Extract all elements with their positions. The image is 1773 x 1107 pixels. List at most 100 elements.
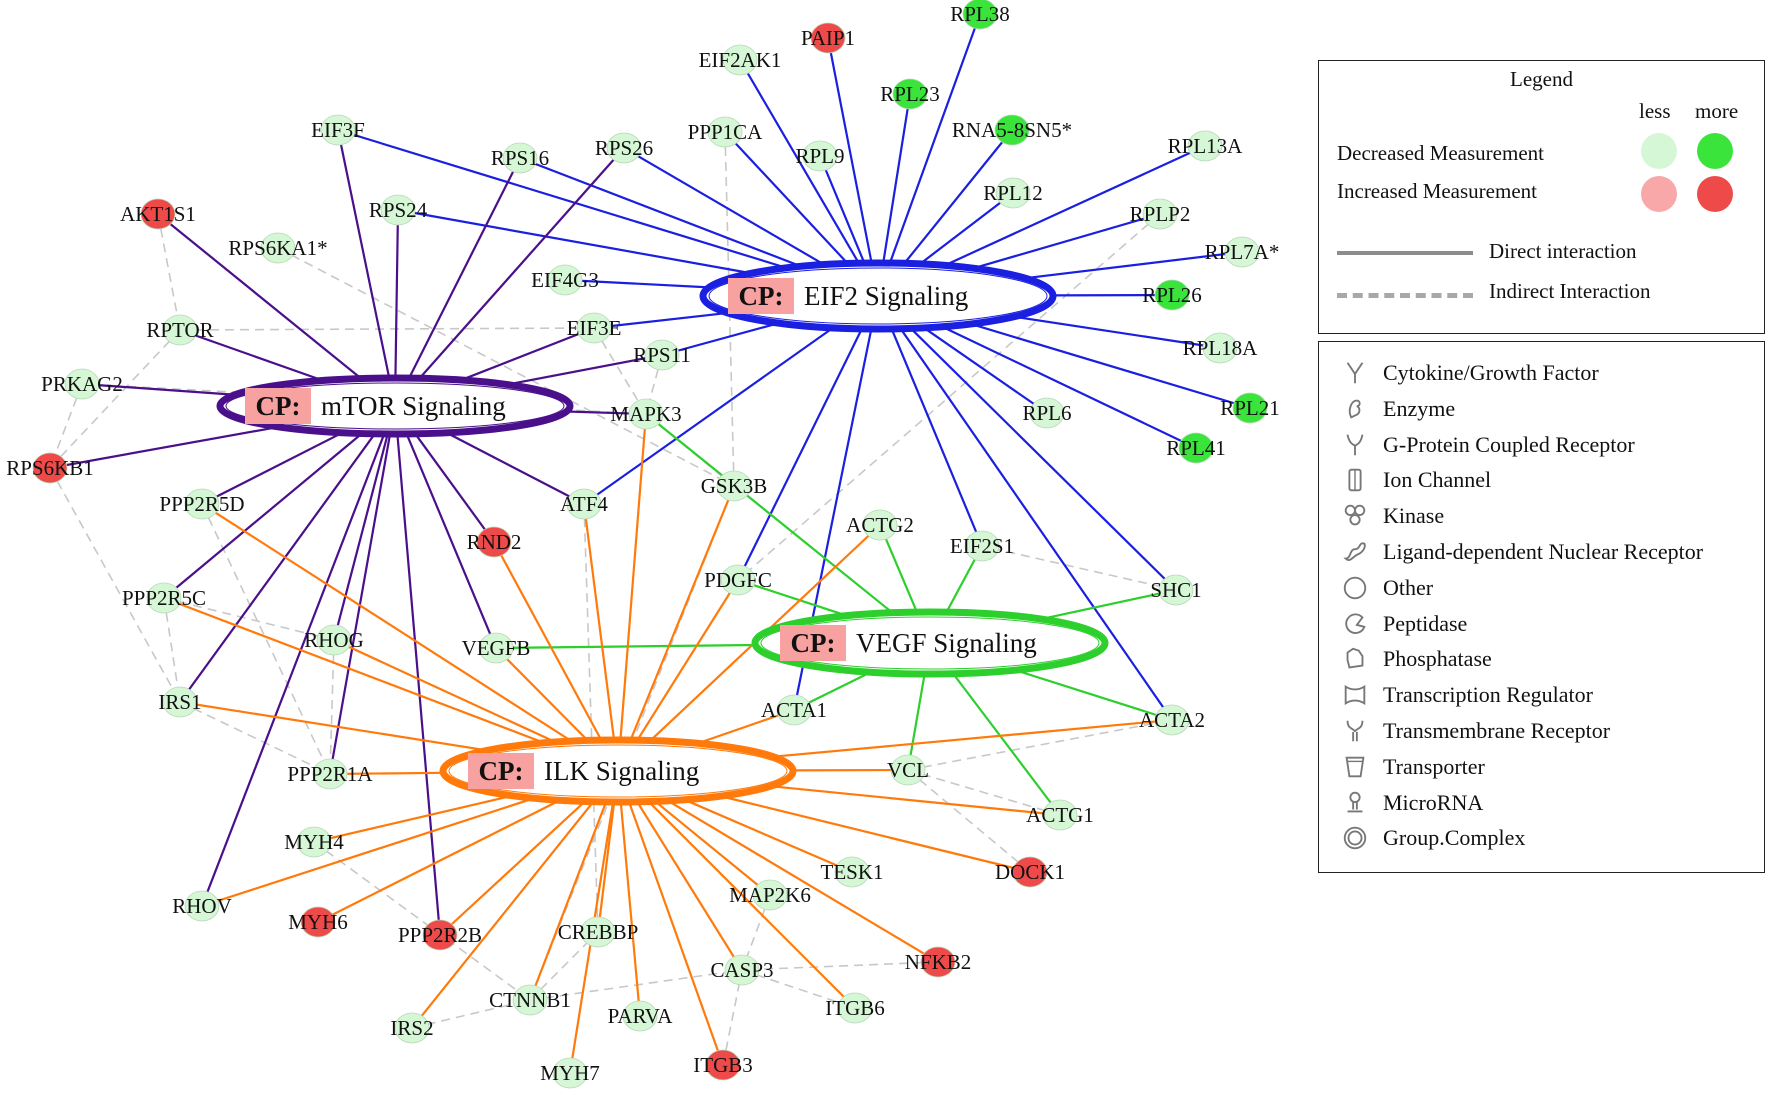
node-rna5[interactable]: RNA5-8SN5* bbox=[952, 114, 1072, 146]
node-rpl41[interactable]: RPL41 bbox=[1166, 432, 1226, 464]
node-tesk1[interactable]: TESK1 bbox=[821, 856, 884, 888]
node-rpl9[interactable]: RPL9 bbox=[795, 140, 845, 172]
node-ctnnb1[interactable]: CTNNB1 bbox=[489, 984, 571, 1016]
node-shape bbox=[994, 114, 1030, 146]
legend-type-label: Kinase bbox=[1383, 503, 1445, 529]
node-shc1[interactable]: SHC1 bbox=[1150, 574, 1202, 606]
node-actg1[interactable]: ACTG1 bbox=[1026, 799, 1094, 831]
legend-type-phosphatase: Phosphatase bbox=[1341, 644, 1492, 674]
legend-type-label: Cytokine/Growth Factor bbox=[1383, 360, 1599, 385]
node-rhog[interactable]: RHOG bbox=[304, 624, 364, 656]
node-casp3[interactable]: CASP3 bbox=[710, 954, 774, 986]
edge-vegf-pdgfc bbox=[737, 578, 848, 617]
node-shape bbox=[606, 132, 642, 164]
legend-type-ion-channel: Ion Channel bbox=[1341, 465, 1491, 495]
node-mapk3[interactable]: MAPK3 bbox=[610, 398, 682, 430]
node-myh4[interactable]: MYH4 bbox=[284, 826, 344, 858]
node-eif3f[interactable]: EIF3F bbox=[311, 114, 365, 146]
node-ppp2r2b[interactable]: PPP2R2B bbox=[398, 919, 482, 951]
node-eif3e[interactable]: EIF3E bbox=[567, 312, 622, 344]
legend-more-decreased-dot bbox=[1697, 133, 1733, 169]
node-paip1[interactable]: PAIP1 bbox=[801, 22, 855, 54]
node-itgb6[interactable]: ITGB6 bbox=[825, 992, 885, 1024]
node-akt1s1[interactable]: AKT1S1 bbox=[120, 198, 196, 230]
node-eif2ak1[interactable]: EIF2AK1 bbox=[699, 44, 782, 76]
node-rplp2[interactable]: RPLP2 bbox=[1130, 198, 1191, 230]
node-shape bbox=[716, 470, 752, 502]
node-rpl18a[interactable]: RPL18A bbox=[1183, 332, 1259, 364]
legend-direct-label: Direct interaction bbox=[1489, 239, 1637, 263]
node-vegfb[interactable]: VEGFB bbox=[462, 632, 531, 664]
hub-vegf[interactable]: CP:VEGF Signaling bbox=[751, 608, 1109, 678]
node-irs2[interactable]: IRS2 bbox=[390, 1012, 434, 1044]
node-shape bbox=[476, 526, 512, 558]
node-map2k6[interactable]: MAP2K6 bbox=[729, 879, 811, 911]
hub-eif2[interactable]: CP:EIF2 Signaling bbox=[699, 259, 1057, 333]
node-itgb3[interactable]: ITGB3 bbox=[693, 1049, 753, 1081]
node-parva[interactable]: PARVA bbox=[608, 1000, 674, 1032]
edge-ilk-ppp2r1a bbox=[329, 771, 444, 776]
node-nfkb2[interactable]: NFKB2 bbox=[905, 946, 972, 978]
node-rps24[interactable]: RPS24 bbox=[369, 194, 428, 226]
node-acta1[interactable]: ACTA1 bbox=[761, 694, 827, 726]
node-shape bbox=[920, 946, 956, 978]
node-label: VCL bbox=[887, 758, 929, 782]
node-rhov[interactable]: RHOV bbox=[172, 890, 232, 922]
node-eif4g3[interactable]: EIF4G3 bbox=[531, 264, 599, 296]
node-acta2[interactable]: ACTA2 bbox=[1139, 704, 1205, 736]
node-rpl7a[interactable]: RPL7A* bbox=[1205, 236, 1280, 268]
node-label: RPL6 bbox=[1022, 401, 1071, 425]
node-rnd2[interactable]: RND2 bbox=[467, 526, 522, 558]
hub-ilk[interactable]: CP:ILK Signaling bbox=[439, 736, 797, 806]
node-vcl[interactable]: VCL bbox=[887, 754, 929, 786]
node-rpl26[interactable]: RPL26 bbox=[1142, 279, 1202, 311]
node-shape bbox=[146, 582, 182, 614]
node-crebbp[interactable]: CREBBP bbox=[558, 916, 639, 948]
node-shape bbox=[862, 509, 898, 541]
edge-eif2-rps11 bbox=[661, 322, 779, 357]
node-rpl38[interactable]: RPL38 bbox=[950, 0, 1010, 30]
node-myh7[interactable]: MYH7 bbox=[540, 1057, 600, 1089]
node-dock1[interactable]: DOCK1 bbox=[995, 856, 1065, 888]
node-ppp2r5d[interactable]: PPP2R5D bbox=[159, 488, 245, 520]
node-actg2[interactable]: ACTG2 bbox=[846, 509, 914, 541]
node-rptor[interactable]: RPTOR bbox=[146, 314, 214, 346]
edge-eif2-rpl7a bbox=[1025, 250, 1243, 280]
node-label: ATF4 bbox=[560, 492, 608, 516]
edge-eif2-eif4g3 bbox=[564, 278, 710, 289]
node-ppp2r5c[interactable]: PPP2R5C bbox=[122, 582, 206, 614]
hub-cp-box bbox=[728, 278, 794, 314]
node-pdgfc[interactable]: PDGFC bbox=[704, 564, 772, 596]
edge-ilk-itgb6 bbox=[647, 800, 856, 1009]
node-irs1[interactable]: IRS1 bbox=[158, 686, 202, 718]
legend-less-label: less bbox=[1639, 99, 1671, 123]
node-ppp1ca[interactable]: PPP1CA bbox=[688, 116, 764, 148]
hub-mtor[interactable]: CP:mTOR Signaling bbox=[216, 374, 574, 438]
node-rps16[interactable]: RPS16 bbox=[491, 142, 549, 174]
node-rpl13a[interactable]: RPL13A bbox=[1168, 130, 1244, 162]
node-rpl23[interactable]: RPL23 bbox=[880, 78, 940, 110]
node-rps6ka1[interactable]: RPS6KA1* bbox=[228, 232, 328, 264]
node-eif2s1[interactable]: EIF2S1 bbox=[950, 530, 1014, 562]
edge-mtor-rptor bbox=[179, 328, 324, 382]
node-ppp2r1a[interactable]: PPP2R1A bbox=[287, 758, 373, 790]
node-atf4[interactable]: ATF4 bbox=[560, 488, 608, 520]
node-rps6kb1[interactable]: RPS6KB1 bbox=[6, 452, 94, 484]
node-rps26[interactable]: RPS26 bbox=[595, 132, 653, 164]
node-gsk3b[interactable]: GSK3B bbox=[701, 470, 768, 502]
node-shape bbox=[502, 142, 538, 174]
node-rpl12[interactable]: RPL12 bbox=[983, 177, 1043, 209]
legend-title: Legend bbox=[1510, 67, 1573, 91]
node-prkag2[interactable]: PRKAG2 bbox=[41, 368, 123, 400]
edge-eif2-rpl13a bbox=[944, 145, 1206, 267]
node-label: RPL18A bbox=[1183, 336, 1259, 360]
node-rps11[interactable]: RPS11 bbox=[633, 339, 691, 371]
node-rpl21[interactable]: RPL21 bbox=[1220, 392, 1280, 424]
edge-mtor-ppp2r1a bbox=[328, 433, 392, 775]
node-label: PARVA bbox=[608, 1004, 674, 1028]
legend-type-enzyme: Enzyme bbox=[1341, 394, 1455, 424]
node-myh6[interactable]: MYH6 bbox=[288, 906, 348, 938]
node-rpl6[interactable]: RPL6 bbox=[1022, 397, 1072, 429]
edge-eif2-rna5 bbox=[903, 129, 1013, 265]
legend-type-cytokine: Cytokine/Growth Factor bbox=[1341, 358, 1599, 388]
